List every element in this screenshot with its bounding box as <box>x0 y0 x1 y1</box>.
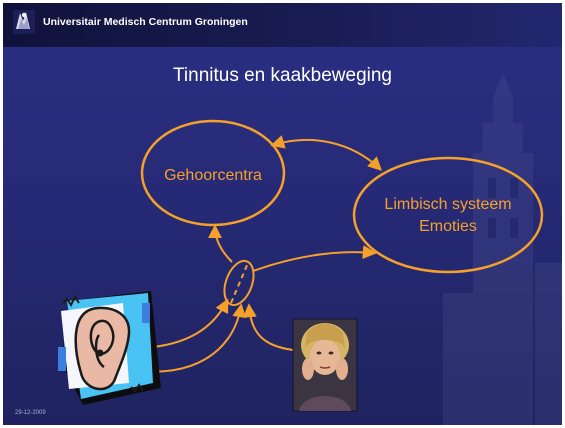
limbic-system-label: Limbisch systeem <box>384 196 511 213</box>
header-bar <box>3 3 562 47</box>
ear-illustration <box>58 291 161 405</box>
institution-name: Universitair Medisch Centrum Groningen <box>43 16 248 28</box>
slide-title: Tinnitus en kaakbeweging <box>173 65 392 86</box>
slide-date: 29-12-2009 <box>15 410 46 416</box>
diagram: Gehoorcentra Limbisch systeem Emoties <box>58 119 544 412</box>
umcg-logo-icon <box>13 10 35 34</box>
arrow-junction-to-hearing <box>208 224 233 263</box>
slide: Universitair Medisch Centrum Groningen T… <box>3 3 562 425</box>
arrow-junction-to-limbic <box>252 245 377 272</box>
arrow-between-centres <box>270 135 383 171</box>
woman-jaw-photo <box>292 318 358 412</box>
hearing-centres-label: Gehoorcentra <box>164 167 262 184</box>
emotions-label: Emoties <box>419 218 477 235</box>
arrow-photo-to-junction <box>242 303 294 351</box>
junction-node <box>223 259 255 307</box>
limbic-system-node <box>352 156 544 274</box>
junction-dashed-line <box>230 262 249 304</box>
tower-watermark <box>443 73 562 425</box>
